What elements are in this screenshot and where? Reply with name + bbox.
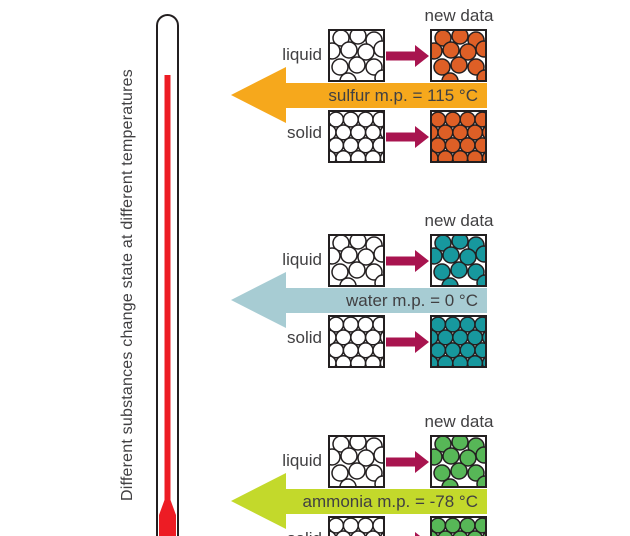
liquid-particle-box <box>328 435 385 488</box>
liquid-particle-box <box>328 29 385 82</box>
melting-point-arrow-icon <box>226 266 488 334</box>
solid-particle-box <box>328 110 385 163</box>
liquid-change-arrow-icon <box>386 249 430 273</box>
new-data-label: new data <box>424 412 494 431</box>
thermometer-mercury <box>159 75 176 536</box>
solid-change-arrow-icon <box>386 531 430 536</box>
solid-change-arrow-icon <box>386 125 430 149</box>
liquid-particle-box <box>328 234 385 287</box>
liquid-label: liquid <box>282 451 322 470</box>
new-data-solid-particle-box <box>430 110 487 163</box>
thermometer-illustration <box>156 14 179 536</box>
melting-point-arrow-icon <box>226 467 488 535</box>
melting-point-label: sulfur m.p. = 115 °C <box>328 86 478 105</box>
liquid-label: liquid <box>282 45 322 64</box>
new-data-solid-particle-box <box>430 516 487 536</box>
melting-point-label: ammonia m.p. = -78 °C <box>302 492 478 511</box>
substance-section-sulfur: new data liquid sulfur m.p. = 115 °C sol… <box>225 6 494 176</box>
solid-label: solid <box>225 530 322 536</box>
liquid-change-arrow-icon <box>386 44 430 68</box>
melting-point-arrow-icon <box>226 61 488 129</box>
figure-caption: Different substances change state at dif… <box>119 69 136 501</box>
new-data-solid-particle-box <box>430 315 487 368</box>
solid-particle-box <box>328 516 385 536</box>
new-data-liquid-particle-box <box>430 435 487 488</box>
new-data-label: new data <box>424 211 494 230</box>
substance-section-water: new data liquid water m.p. = 0 °C solid <box>225 211 494 381</box>
solid-label: solid <box>287 123 322 142</box>
new-data-liquid-particle-box <box>430 29 487 82</box>
substance-section-ammonia: new data liquid ammonia m.p. = -78 °C so… <box>225 412 494 536</box>
melting-point-label: water m.p. = 0 °C <box>346 291 478 310</box>
solid-particle-box <box>328 315 385 368</box>
new-data-label: new data <box>424 6 494 25</box>
solid-change-arrow-icon <box>386 330 430 354</box>
new-data-liquid-particle-box <box>430 234 487 287</box>
liquid-change-arrow-icon <box>386 450 430 474</box>
solid-label: solid <box>287 328 322 347</box>
liquid-label: liquid <box>282 250 322 269</box>
